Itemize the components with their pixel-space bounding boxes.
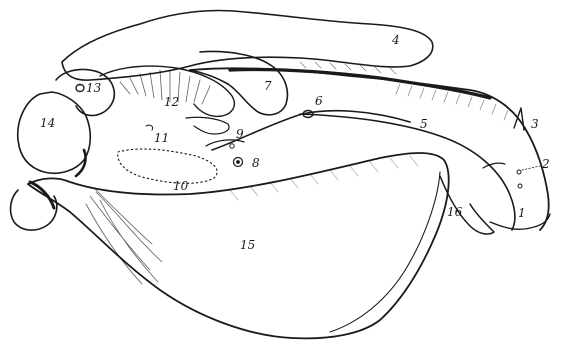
flap-15-outline <box>28 153 449 338</box>
pore-9 <box>230 144 234 148</box>
mark-11 <box>146 125 153 130</box>
label-1: 1 <box>518 207 526 219</box>
label-3: 3 <box>531 118 539 130</box>
label-13: 13 <box>86 82 101 94</box>
ring-13 <box>76 85 84 92</box>
tail-outline <box>11 190 57 230</box>
lobe-7-outline <box>190 52 287 115</box>
label-6: 6 <box>315 95 323 107</box>
dotted-ring-10 <box>118 149 217 183</box>
label-10: 10 <box>173 180 188 192</box>
label-7: 7 <box>264 80 272 92</box>
label-15: 15 <box>240 239 255 251</box>
blob-14-outline <box>18 92 91 173</box>
pore-2b <box>518 184 522 188</box>
main-body-outline <box>190 68 549 230</box>
label-4: 4 <box>392 34 400 46</box>
flap-15-inner-edge <box>330 172 440 332</box>
plume-12-lower <box>186 117 229 134</box>
tail-shade <box>30 182 54 208</box>
front-rim-outline <box>300 114 515 230</box>
label-11: 11 <box>154 132 169 144</box>
pore-8-inner <box>237 161 240 164</box>
label-5: 5 <box>420 118 428 130</box>
label-14: 14 <box>40 117 55 129</box>
label-2: 2 <box>542 158 550 170</box>
pore-2a <box>517 170 521 174</box>
label-12: 12 <box>164 96 179 108</box>
label-8: 8 <box>252 157 260 169</box>
label-16: 16 <box>447 206 462 218</box>
slit-mark <box>483 163 505 168</box>
leader-2 <box>522 166 540 170</box>
label-9: 9 <box>236 128 244 140</box>
